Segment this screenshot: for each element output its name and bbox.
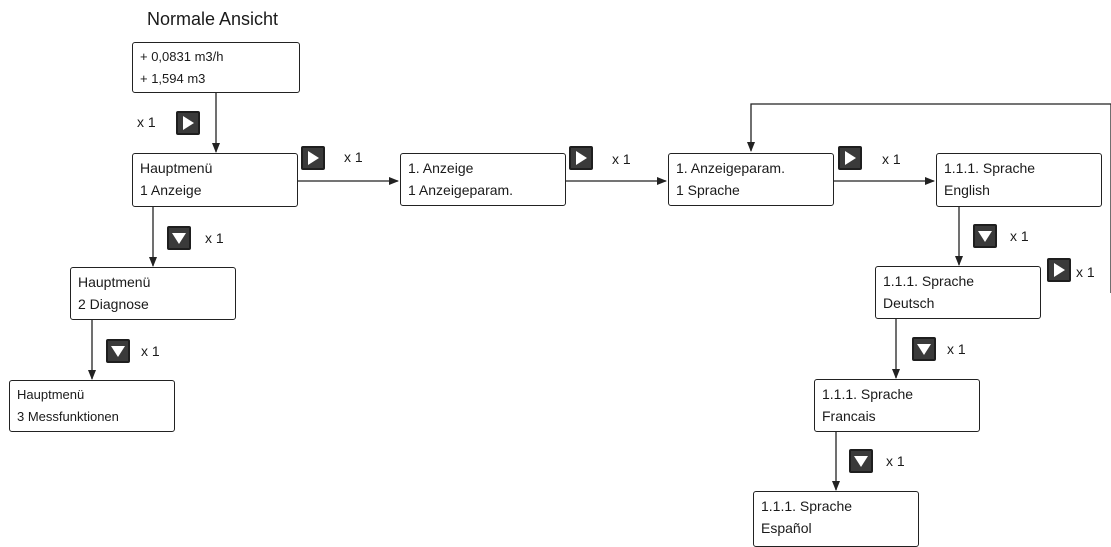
box-line-1: 1.1.1. Sprache: [944, 160, 1036, 176]
box-line-1: 1.1.1. Sprache: [883, 273, 975, 289]
step-count: x 1: [947, 341, 966, 357]
step-count: x 1: [1010, 228, 1029, 244]
down-key-icon: [849, 449, 873, 473]
right-key-icon: [1047, 258, 1071, 282]
box-line-1: 1. Anzeigeparam.: [676, 160, 785, 176]
language-espanol-box: 1.1.1. Sprache Español: [753, 491, 919, 547]
right-key-icon: [569, 146, 593, 170]
display-menu-box: 1. Anzeige 1 Anzeigeparam.: [400, 153, 566, 206]
down-key-icon: [912, 337, 936, 361]
language-english-box: 1.1.1. Sprache English: [936, 153, 1102, 207]
right-key-icon: [176, 111, 200, 135]
main-menu-display-box: Hauptmenü 1 Anzeige: [132, 153, 298, 207]
right-key-icon: [838, 146, 862, 170]
display-param-box: 1. Anzeigeparam. 1 Sprache: [668, 153, 834, 206]
box-line-1: 1. Anzeige: [408, 160, 474, 176]
normal-view-box: + 0,0831 m3/h + 1,594 m3: [132, 42, 300, 93]
box-line-2: 1 Sprache: [676, 182, 740, 198]
main-menu-measure-box: Hauptmenü 3 Messfunktionen: [9, 380, 175, 432]
language-deutsch-box: 1.1.1. Sprache Deutsch: [875, 266, 1041, 319]
down-key-icon: [106, 339, 130, 363]
step-count: x 1: [886, 453, 905, 469]
box-line-1: 1.1.1. Sprache: [761, 498, 853, 514]
step-count: x 1: [141, 343, 160, 359]
diagram-title: Normale Ansicht: [147, 9, 279, 29]
box-line-2: 3 Messfunktionen: [17, 409, 119, 424]
step-count: x 1: [612, 151, 631, 167]
down-key-icon: [167, 226, 191, 250]
right-key-icon: [301, 146, 325, 170]
box-line-2: 2 Diagnose: [78, 296, 149, 312]
box-line-1: Hauptmenü: [17, 387, 85, 402]
box-line-2: 1 Anzeigeparam.: [408, 182, 514, 198]
down-key-icon: [973, 224, 997, 248]
flow-rate-value: + 0,0831 m3/h: [140, 49, 224, 64]
step-count: x 1: [1076, 264, 1095, 280]
step-count: x 1: [882, 151, 901, 167]
box-line-1: Hauptmenü: [140, 160, 213, 176]
main-menu-diagnose-box: Hauptmenü 2 Diagnose: [70, 267, 236, 320]
box-line-1: 1.1.1. Sprache: [822, 386, 914, 402]
language-francais-box: 1.1.1. Sprache Francais: [814, 379, 980, 432]
box-line-2: English: [944, 182, 990, 198]
step-count: x 1: [344, 149, 363, 165]
box-line-2: 1 Anzeige: [140, 182, 202, 198]
step-count: x 1: [137, 114, 156, 130]
box-line-2: Francais: [822, 408, 876, 424]
box-line-2: Español: [761, 520, 812, 536]
box-line-1: Hauptmenü: [78, 274, 151, 290]
box-line-2: Deutsch: [883, 295, 935, 311]
arrow-loop-back-to-param: [747, 103, 1111, 293]
step-count: x 1: [205, 230, 224, 246]
total-volume-value: + 1,594 m3: [140, 71, 206, 86]
